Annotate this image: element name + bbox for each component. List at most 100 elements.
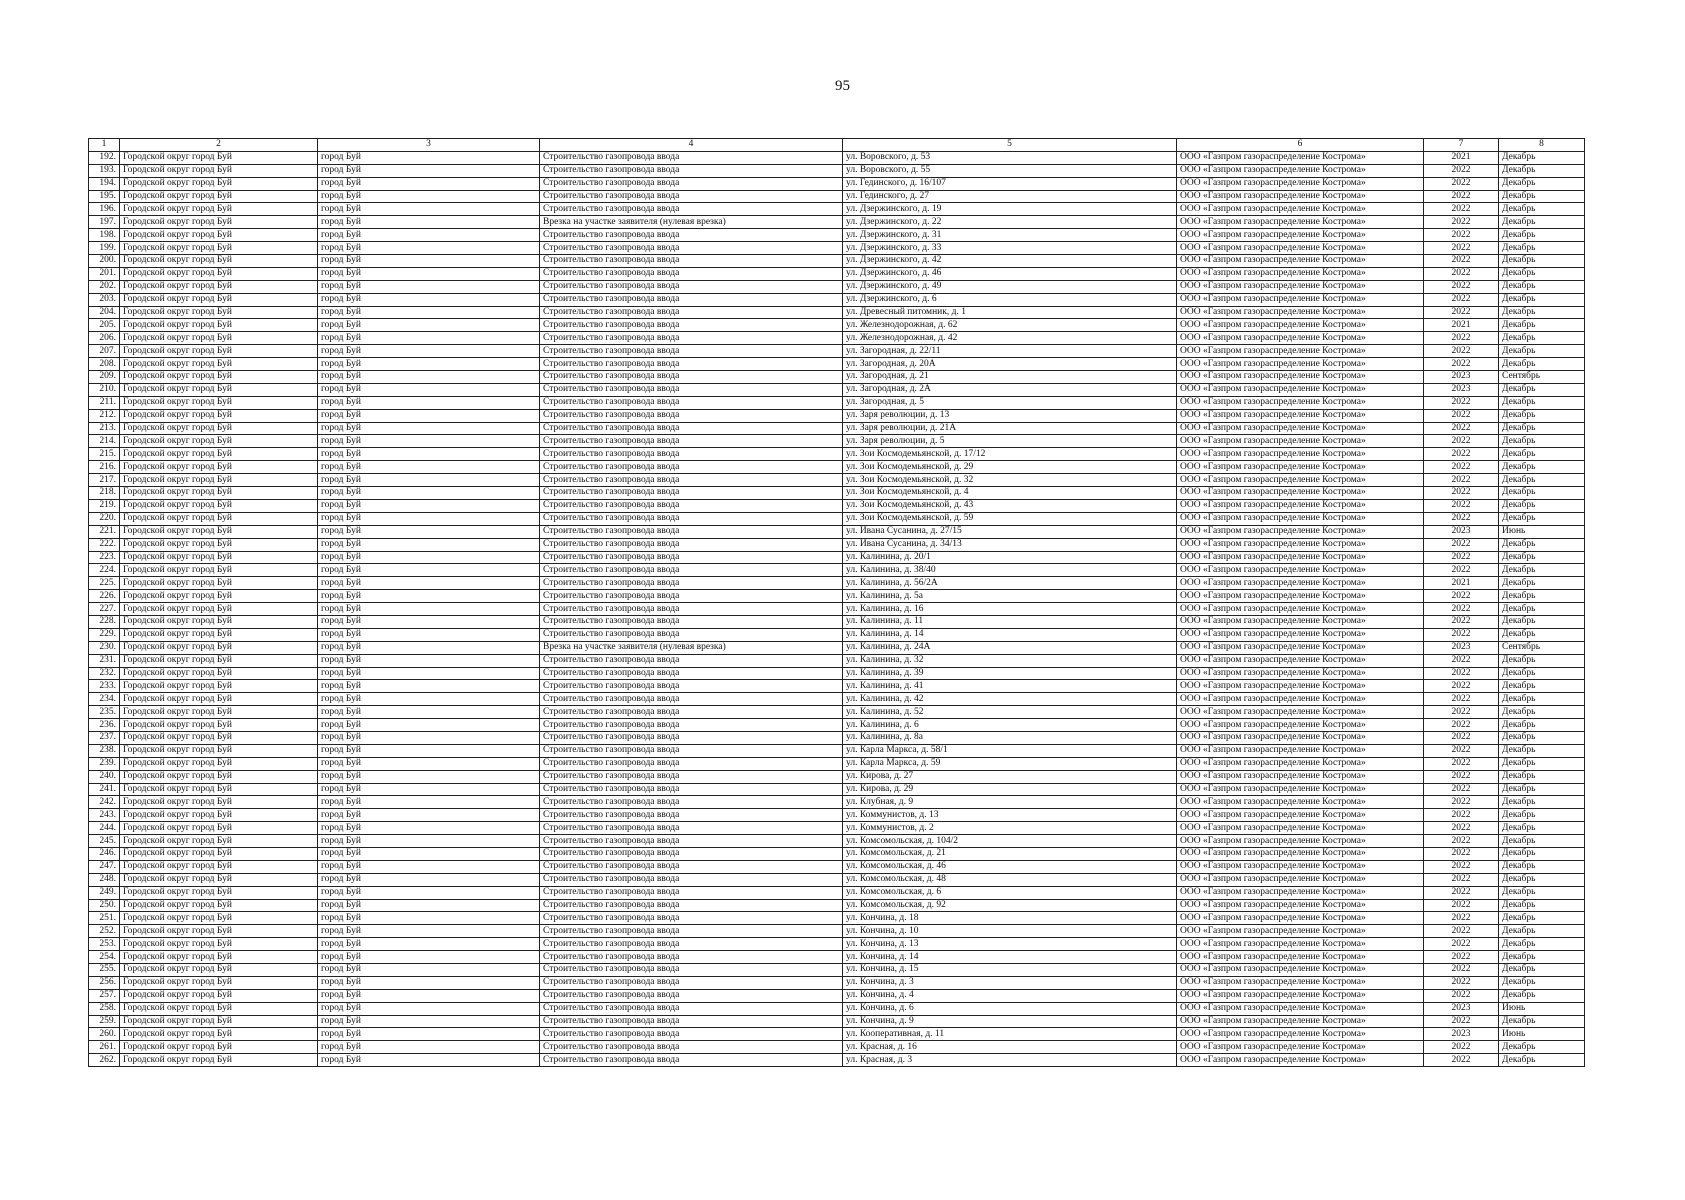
cell-organization: ООО «Газпром газораспределение Кострома» <box>1176 189 1424 204</box>
header-cell-7: 7 <box>1423 138 1499 152</box>
cell-organization: ООО «Газпром газораспределение Кострома» <box>1176 718 1424 732</box>
cell-work-type: Строительство газопровода ввода <box>539 872 843 887</box>
cell-work-type: Строительство газопровода ввода <box>539 241 843 256</box>
cell-address: ул. Железнодорожная, д. 42 <box>842 331 1177 346</box>
cell-month: Декабрь <box>1498 241 1585 256</box>
cell-work-type: Строительство газопровода ввода <box>539 421 843 436</box>
cell-settlement: город Буй <box>317 163 540 178</box>
cell-year: 2022 <box>1423 963 1499 977</box>
cell-settlement: город Буй <box>317 602 540 616</box>
cell-work-type: Строительство газопровода ввода <box>539 576 843 591</box>
cell-municipality: Городской округ город Буй <box>119 318 318 333</box>
cell-year: 2023 <box>1423 1027 1499 1042</box>
cell-address: ул. Комсомольская, д. 46 <box>842 859 1177 874</box>
cell-municipality: Городской округ город Буй <box>119 344 318 359</box>
cell-settlement: город Буй <box>317 189 540 204</box>
cell-month: Декабрь <box>1498 911 1585 926</box>
cell-organization: ООО «Газпром газораспределение Кострома» <box>1176 241 1424 256</box>
cell-settlement: город Буй <box>317 769 540 784</box>
cell-organization: ООО «Газпром газораспределение Кострома» <box>1176 344 1424 359</box>
cell-row-number: 233. <box>88 679 120 694</box>
cell-row-number: 216. <box>88 460 120 475</box>
cell-municipality: Городской округ город Буй <box>119 370 318 384</box>
cell-year: 2022 <box>1423 924 1499 939</box>
cell-year: 2022 <box>1423 202 1499 217</box>
cell-row-number: 197. <box>88 215 120 230</box>
cell-month: Декабрь <box>1498 885 1585 900</box>
cell-row-number: 242. <box>88 795 120 810</box>
cell-settlement: город Буй <box>317 305 540 320</box>
cell-row-number: 228. <box>88 614 120 629</box>
cell-settlement: город Буй <box>317 318 540 333</box>
header-cell-1: 1 <box>88 138 120 152</box>
cell-year: 2023 <box>1423 370 1499 384</box>
cell-month: Декабрь <box>1498 163 1585 178</box>
cell-year: 2022 <box>1423 808 1499 823</box>
cell-settlement: город Буй <box>317 460 540 475</box>
cell-settlement: город Буй <box>317 550 540 565</box>
cell-address: ул. Калинина, д. 56/2А <box>842 576 1177 591</box>
cell-municipality: Городской округ город Буй <box>119 769 318 784</box>
cell-settlement: город Буй <box>317 434 540 449</box>
cell-address: ул. Гединского, д. 27 <box>842 189 1177 204</box>
cell-address: ул. Кончина, д. 9 <box>842 1014 1177 1029</box>
cell-address: ул. Калинина, д. 41 <box>842 679 1177 694</box>
cell-address: ул. Зои Космодемьянской, д. 17/12 <box>842 447 1177 462</box>
cell-municipality: Городской округ город Буй <box>119 782 318 797</box>
header-cell-5: 5 <box>842 138 1177 152</box>
cell-settlement: город Буй <box>317 911 540 926</box>
cell-row-number: 244. <box>88 821 120 836</box>
cell-organization: ООО «Газпром газораспределение Кострома» <box>1176 421 1424 436</box>
cell-address: ул. Ивана Сусанина, д. 34/13 <box>842 537 1177 552</box>
cell-settlement: город Буй <box>317 859 540 874</box>
cell-address: ул. Зои Космодемьянской, д. 4 <box>842 486 1177 500</box>
cell-work-type: Строительство газопровода ввода <box>539 524 843 539</box>
cell-municipality: Городской округ город Буй <box>119 640 318 655</box>
cell-row-number: 194. <box>88 176 120 191</box>
cell-month: Декабрь <box>1498 486 1585 500</box>
cell-organization: ООО «Газпром газораспределение Кострома» <box>1176 563 1424 578</box>
cell-municipality: Городской округ город Буй <box>119 627 318 642</box>
cell-work-type: Строительство газопровода ввода <box>539 808 843 823</box>
cell-row-number: 237. <box>88 730 120 745</box>
cell-row-number: 247. <box>88 859 120 874</box>
cell-work-type: Строительство газопровода ввода <box>539 602 843 616</box>
cell-municipality: Городской округ город Буй <box>119 692 318 707</box>
cell-month: Декабрь <box>1498 627 1585 642</box>
cell-address: ул. Зои Космодемьянской, д. 29 <box>842 460 1177 475</box>
cell-row-number: 260. <box>88 1027 120 1042</box>
cell-settlement: город Буй <box>317 679 540 694</box>
cell-address: ул. Заря революции, д. 13 <box>842 408 1177 423</box>
cell-municipality: Городской округ город Буй <box>119 834 318 848</box>
cell-month: Декабрь <box>1498 460 1585 475</box>
cell-row-number: 203. <box>88 292 120 307</box>
cell-year: 2022 <box>1423 988 1499 1003</box>
cell-work-type: Строительство газопровода ввода <box>539 950 843 964</box>
cell-organization: ООО «Газпром газораспределение Кострома» <box>1176 795 1424 810</box>
cell-organization: ООО «Газпром газораспределение Кострома» <box>1176 318 1424 333</box>
cell-settlement: город Буй <box>317 498 540 513</box>
cell-municipality: Городской округ город Буй <box>119 395 318 410</box>
cell-work-type: Строительство газопровода ввода <box>539 163 843 178</box>
cell-month: Июнь <box>1498 1001 1585 1016</box>
gasification-table: 1 2 3 4 5 6 7 8 192.Городской округ горо… <box>88 138 1585 1068</box>
cell-address: ул. Гединского, д. 16/107 <box>842 176 1177 191</box>
cell-row-number: 193. <box>88 163 120 178</box>
cell-work-type: Строительство газопровода ввода <box>539 666 843 681</box>
cell-month: Декабрь <box>1498 408 1585 423</box>
cell-municipality: Городской округ город Буй <box>119 602 318 616</box>
cell-year: 2023 <box>1423 1001 1499 1016</box>
